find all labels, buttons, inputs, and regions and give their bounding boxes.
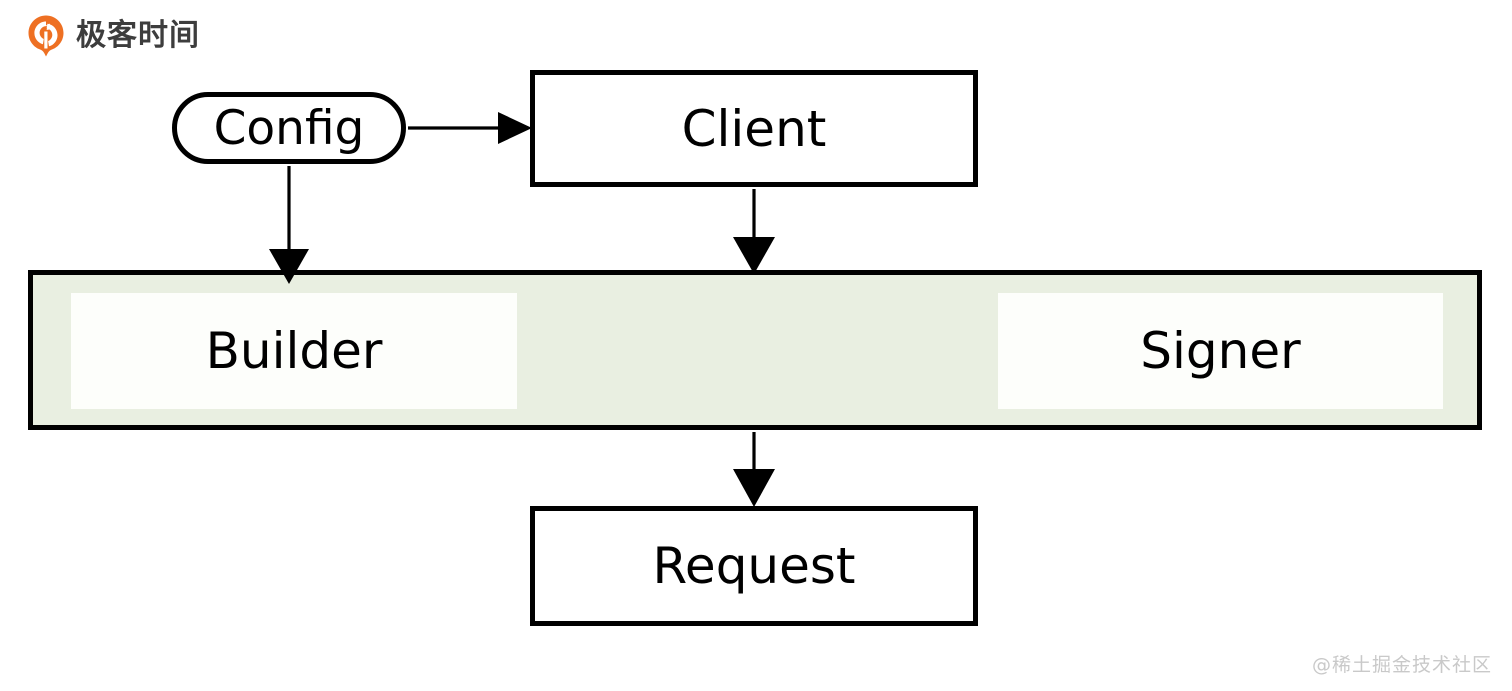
node-request[interactable]: Request bbox=[530, 506, 978, 626]
node-client[interactable]: Client bbox=[530, 70, 978, 187]
node-config[interactable]: Config bbox=[172, 92, 406, 164]
node-builder-label: Builder bbox=[205, 322, 383, 380]
node-signer-label: Signer bbox=[1140, 322, 1301, 380]
brand-name: 极客时间 bbox=[76, 18, 200, 53]
brand-logo: 极客时间 bbox=[26, 14, 200, 58]
edge-config-to-client bbox=[408, 112, 532, 144]
edge-client-to-group bbox=[733, 189, 775, 274]
node-client-label: Client bbox=[681, 99, 827, 158]
geektime-logo-icon bbox=[26, 14, 66, 58]
subgraph-container: Builder Signer bbox=[28, 270, 1482, 430]
node-builder[interactable]: Builder bbox=[71, 293, 517, 409]
watermark: @稀土掘金技术社区 bbox=[1311, 654, 1492, 676]
node-signer[interactable]: Signer bbox=[998, 293, 1443, 409]
node-config-label: Config bbox=[213, 100, 365, 156]
edge-config-to-group bbox=[269, 166, 309, 284]
edge-group-to-request bbox=[733, 432, 775, 507]
node-request-label: Request bbox=[652, 537, 856, 595]
